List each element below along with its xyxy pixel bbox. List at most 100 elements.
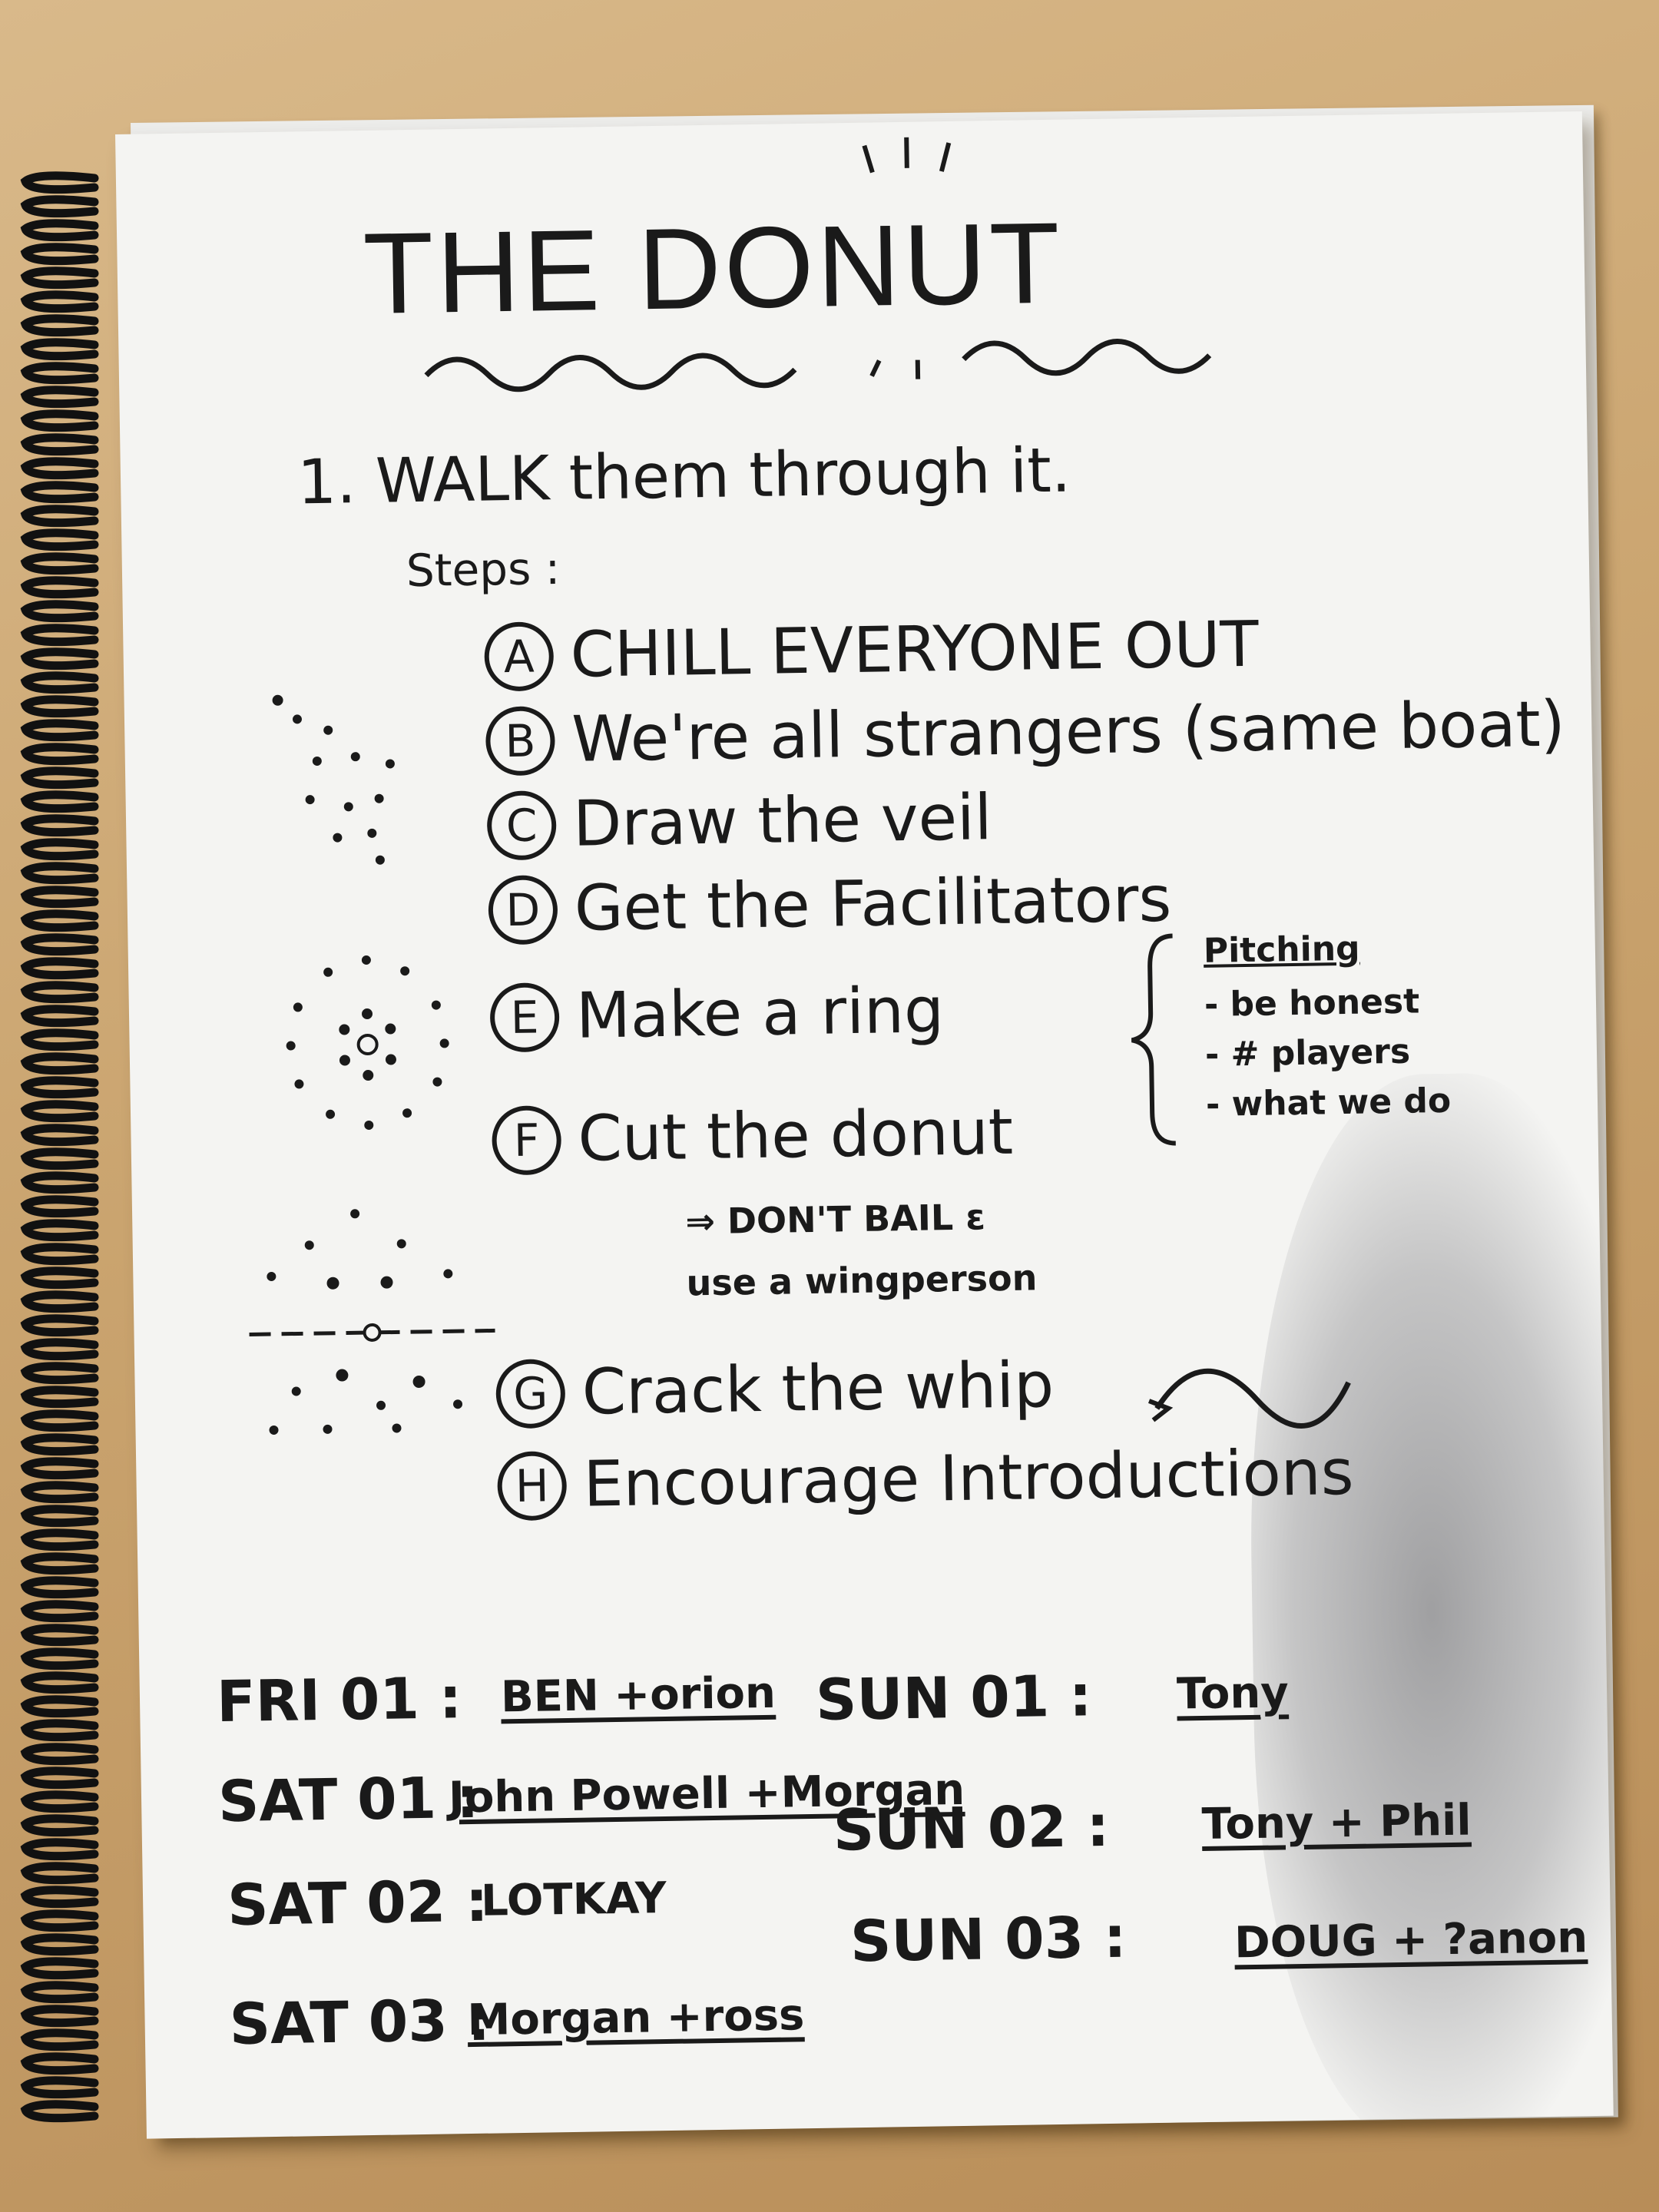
spiral-coil [20, 528, 99, 551]
spiral-coil [20, 362, 99, 385]
ring-dots-diagram [286, 955, 449, 1130]
step-text: Cut the donut [577, 1095, 1014, 1176]
spiral-coil [20, 1052, 99, 1075]
step-b: B We're all strangers (same boat) [485, 687, 1566, 777]
step-text: CHILL EVERYONE OUT [569, 608, 1260, 692]
spiral-coil [20, 552, 99, 575]
schedule-names-sun01: Tony [1176, 1667, 1290, 1720]
spiral-coil [20, 1695, 99, 1718]
spiral-coil [20, 2100, 99, 2123]
spiral-coil [20, 909, 99, 932]
schedule-names-sat03: Morgan +ross [467, 1990, 805, 2046]
scattered-dots-diagram [272, 694, 395, 865]
spiral-coil [20, 933, 99, 956]
spiral-coil [20, 505, 99, 528]
spiral-coil [20, 1171, 99, 1194]
spiral-coil [20, 1314, 99, 1337]
step-c: C Draw the veil [486, 781, 992, 862]
spiral-coil [20, 1005, 99, 1028]
spiral-coil [20, 1267, 99, 1290]
spiral-coil [20, 1767, 99, 1790]
spiral-coil [20, 1028, 99, 1051]
spiral-coil [20, 1719, 99, 1742]
spiral-coil [20, 1886, 99, 1909]
spiral-coil [20, 1338, 99, 1361]
spiral-coil [20, 1528, 99, 1551]
spiral-coil [20, 1671, 99, 1694]
pitching-item: - be honest [1204, 982, 1420, 1025]
spiral-coil [20, 1909, 99, 1932]
step-text: Crack the whip [581, 1349, 1055, 1429]
spiral-coil [20, 814, 99, 837]
spiral-coil [20, 290, 99, 313]
spiral-coil [20, 1838, 99, 1861]
spiral-coil [20, 790, 99, 813]
spiral-coil [20, 243, 99, 266]
spiral-coil [20, 1457, 99, 1480]
steps-label: Steps : [406, 541, 561, 598]
spiral-coil [20, 481, 99, 504]
hand-shadow [1243, 1070, 1614, 2139]
spiral-coil [20, 267, 99, 290]
donut-sun-rays-icon [862, 137, 952, 379]
step-text: Get the Facilitators [574, 863, 1172, 945]
spiral-coil [20, 1790, 99, 1813]
spiral-coil [20, 1409, 99, 1432]
step-letter-badge: C [486, 790, 557, 860]
schedule-slot-sun03: SUN 03 : [849, 1904, 1128, 1975]
spiral-coil [20, 671, 99, 694]
spiral-coil [20, 1290, 99, 1313]
spiral-coil [20, 1362, 99, 1385]
spiral-coil [20, 457, 99, 480]
step-letter-badge: H [496, 1450, 568, 1521]
spiral-coil [20, 1743, 99, 1766]
spiral-coil [20, 409, 99, 432]
step-f: F Cut the donut [491, 1095, 1014, 1177]
schedule-names-sun02: Tony + Phil [1201, 1795, 1472, 1850]
spiral-coil [20, 1576, 99, 1599]
spiral-coil [20, 695, 99, 718]
spiral-coil [20, 1933, 99, 1956]
step-letter-badge: E [489, 982, 560, 1052]
spiral-coil [20, 1147, 99, 1171]
spiral-coil [20, 743, 99, 766]
spiral-coil [20, 957, 99, 980]
pitching-item: - # players [1204, 1031, 1411, 1075]
spiral-coil [20, 2028, 99, 2051]
schedule-slot-fri01: FRI 01 : [216, 1665, 462, 1736]
spiral-coil [20, 862, 99, 885]
step-a: A CHILL EVERYONE OUT [484, 608, 1259, 694]
spiral-coil [20, 1124, 99, 1147]
schedule-names-fri01: BEN +orion [500, 1667, 777, 1723]
schedule-slot-sat03: SAT 03 : [228, 1987, 491, 2058]
spiral-coil [20, 1505, 99, 1528]
spiral-coil [20, 314, 99, 337]
spiral-coil [20, 219, 99, 242]
step-h: H Encourage Introductions [496, 1436, 1354, 1522]
step-g: G Crack the whip [495, 1349, 1055, 1430]
spiral-coil [20, 600, 99, 623]
spiral-coil [20, 576, 99, 599]
step-d: D Get the Facilitators [488, 863, 1172, 947]
step-letter-badge: D [488, 874, 558, 945]
spiral-coil [20, 2076, 99, 2099]
spiral-coil [20, 1814, 99, 1837]
spiral-coil [20, 1481, 99, 1504]
spiral-coil [20, 433, 99, 456]
step-text: We're all strangers (same boat) [571, 687, 1566, 777]
spiral-coil [20, 1552, 99, 1575]
spiral-coil [20, 838, 99, 861]
step-text: Draw the veil [572, 781, 993, 861]
pitching-title: Pitching [1203, 929, 1360, 971]
cut-note-line2: use a wingperson [686, 1257, 1038, 1304]
spiral-coil [20, 1862, 99, 1885]
spiral-coil [20, 624, 99, 647]
spiral-coil [20, 2005, 99, 2028]
spiral-coil [20, 1433, 99, 1456]
title-wavy-underline [424, 339, 1212, 392]
spiral-coil [20, 1076, 99, 1099]
spiral-coil [20, 386, 99, 409]
spiral-coil [20, 195, 99, 218]
spiral-coil [20, 767, 99, 790]
cut-donut-diagram [249, 1209, 495, 1435]
